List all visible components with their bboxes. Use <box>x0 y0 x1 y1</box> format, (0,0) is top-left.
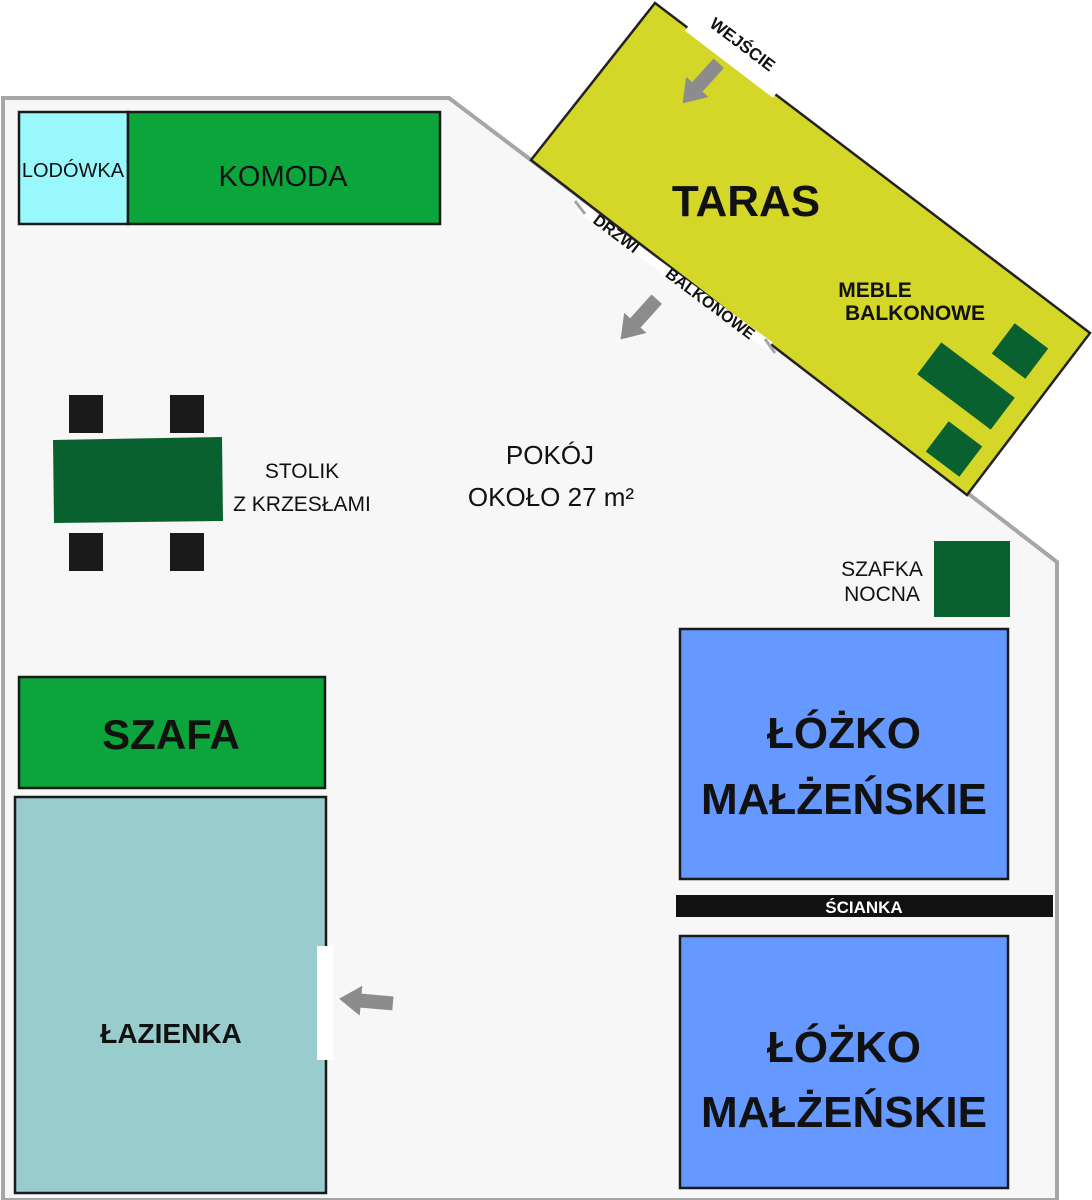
table-label-2: Z KRZESŁAMI <box>233 493 371 516</box>
nightstand-label-1: SZAFKA <box>841 558 923 581</box>
wardrobe-label: SZAFA <box>102 711 240 758</box>
partition-wall <box>676 895 1053 917</box>
nightstand-label-2: NOCNA <box>844 583 920 606</box>
entrance-gap <box>684 25 778 98</box>
room-area-label: OKOŁO 27 m² <box>468 482 634 512</box>
chair-top-right <box>170 395 204 433</box>
room-label-1: POKÓJ <box>506 440 594 470</box>
balcony-furniture-label-2: BALKONOWE <box>845 302 985 325</box>
bed-2 <box>678 934 1010 1190</box>
chair-bottom-left <box>69 533 103 571</box>
bed-1-label-1: ŁÓŻKO <box>767 708 921 758</box>
bathroom <box>13 795 328 1195</box>
table-label-1: STOLIK <box>265 460 339 483</box>
bathroom-door-gap <box>317 946 333 1060</box>
bed-1-label-2: MAŁŻEŃSKIE <box>701 774 987 824</box>
balcony-door-jamb-1 <box>573 200 587 215</box>
chair-bottom-right <box>170 533 204 571</box>
bed-2-label-1: ŁÓŻKO <box>767 1022 921 1072</box>
partition-label: ŚCIANKA <box>825 898 902 917</box>
bed-2-label-2: MAŁŻEŃSKIE <box>701 1087 987 1137</box>
bed-1 <box>678 627 1010 881</box>
balcony-furniture-label-1: MEBLE <box>838 279 912 302</box>
bathroom-door-arrow <box>339 985 394 1016</box>
balcony-chair-2 <box>925 421 983 477</box>
balcony-table <box>917 342 1015 430</box>
nightstand <box>934 541 1010 617</box>
wardrobe <box>17 675 327 790</box>
dining-table <box>53 437 223 523</box>
fridge <box>17 110 130 226</box>
terrace-label: TARAS <box>672 177 820 226</box>
entrance-arrow <box>682 58 724 104</box>
bathroom-label: ŁAZIENKA <box>100 1018 242 1049</box>
balcony-door-gap <box>577 204 773 350</box>
balcony-door-jamb-2 <box>763 338 777 354</box>
dresser <box>126 110 442 226</box>
balcony-door-arrow <box>620 294 662 340</box>
balcony-chair-1 <box>991 323 1049 379</box>
chair-top-left <box>69 395 103 433</box>
dresser-label: KOMODA <box>219 161 349 193</box>
fridge-label: LODÓWKA <box>22 159 125 182</box>
